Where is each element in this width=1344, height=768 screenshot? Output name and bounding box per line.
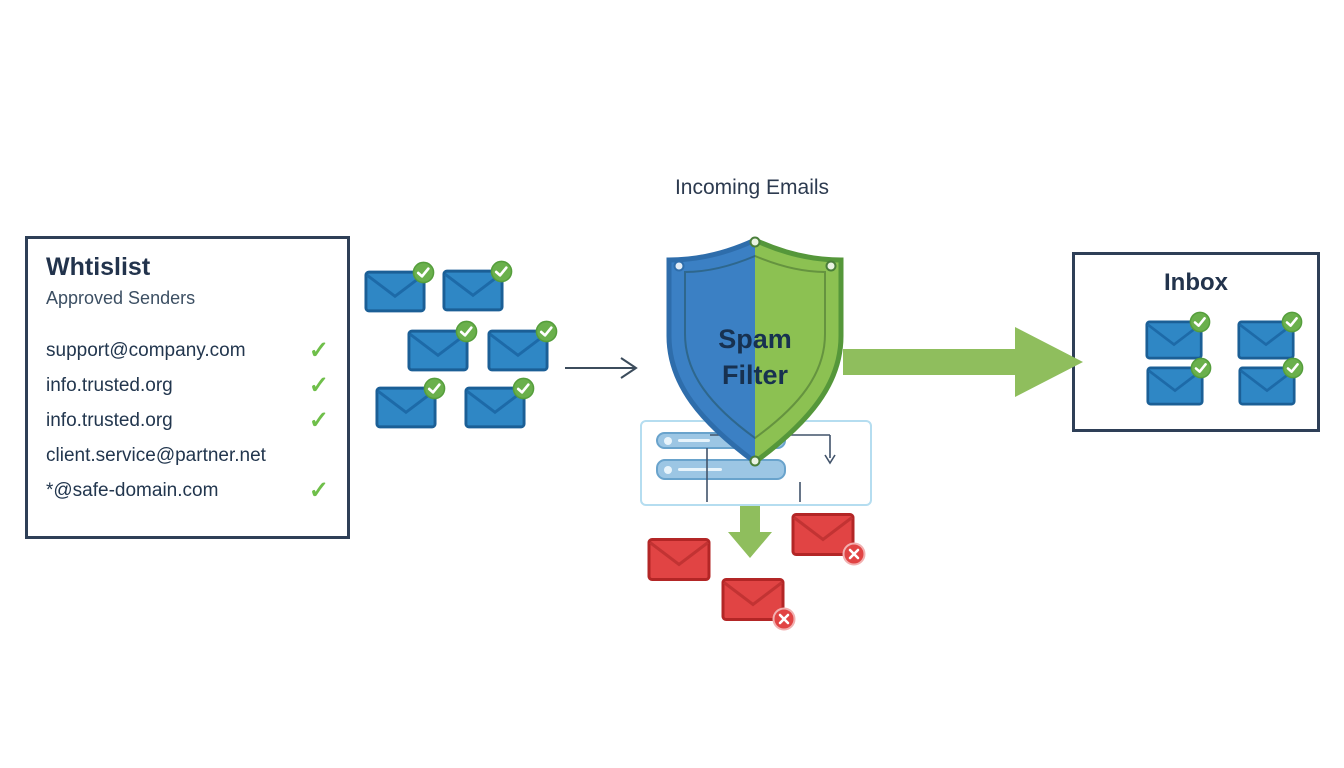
whitelist-entry: support@company.com ✓: [46, 333, 329, 368]
check-icon: ✓: [308, 477, 329, 504]
blocked-envelope-icon: [791, 512, 866, 566]
whitelist-entry: info.trusted.org ✓: [46, 403, 329, 438]
inbox-envelope-icon: [1145, 311, 1211, 360]
whitelist-title: Whtislist: [46, 253, 151, 281]
check-badge-icon: [455, 320, 478, 343]
to-inbox-arrow-icon: [843, 323, 1085, 406]
whitelist-entry: *@safe-domain.com ✓: [46, 473, 329, 508]
check-badge-icon: [1281, 311, 1304, 334]
whitelist-subtitle: Approved Senders: [46, 288, 196, 308]
check-icon: ✓: [308, 337, 329, 364]
whitelist-entry-text: info.trusted.org: [46, 374, 173, 396]
approved-envelope-icon: [442, 260, 513, 312]
inbox-envelope-icon: [1238, 357, 1304, 406]
approved-envelope-icon: [407, 320, 478, 372]
approved-envelope-icon: [487, 320, 558, 372]
check-badge-icon: [412, 261, 435, 284]
cross-badge-icon: [772, 607, 796, 631]
whitelist-entry-text: *@safe-domain.com: [46, 479, 219, 501]
whitelist-list: support@company.com ✓ info.trusted.org ✓…: [46, 333, 329, 508]
inbox-title: Inbox: [1164, 269, 1228, 296]
spam-filter-shield-icon: Spam Filter: [653, 232, 857, 472]
check-icon: ✓: [308, 372, 329, 399]
shield-label: Spam Filter: [653, 322, 857, 393]
whitelist-entry-text: client.service@partner.net: [46, 444, 266, 466]
diagram-title: Incoming Emails: [674, 176, 830, 199]
indicator-dot: [664, 437, 672, 445]
check-badge-icon: [535, 320, 558, 343]
rule-line: [678, 468, 722, 471]
shield-label-line1: Spam: [718, 324, 792, 354]
whitelist-entry-text: support@company.com: [46, 339, 246, 361]
check-badge-icon: [490, 260, 513, 283]
approved-envelope-icon: [364, 261, 435, 313]
check-icon: ✓: [308, 407, 329, 434]
spam-envelope-icon: [647, 537, 711, 582]
blocked-envelope-icon: [721, 577, 796, 631]
check-badge-icon: [1282, 357, 1305, 380]
flow-arrow-icon: [565, 350, 645, 391]
indicator-dot: [664, 466, 672, 474]
check-badge-icon: [1189, 311, 1212, 334]
whitelist-entry-text: info.trusted.org: [46, 409, 173, 431]
whitelist-entry: info.trusted.org ✓: [46, 368, 329, 403]
rule-line: [678, 439, 710, 442]
check-badge-icon: [423, 377, 446, 400]
approved-envelope-icon: [464, 377, 535, 429]
shield-label-line2: Filter: [721, 359, 788, 390]
to-spam-arrow-icon: [728, 506, 772, 565]
whitelist-panel: Whtislist Approved Senders support@compa…: [25, 236, 350, 539]
inbox-envelope-icon: [1146, 357, 1212, 406]
approved-envelope-icon: [375, 377, 446, 429]
check-badge-icon: [1190, 357, 1213, 380]
inbox-envelope-icon: [1237, 311, 1303, 360]
check-badge-icon: [512, 377, 535, 400]
whitelist-entry: client.service@partner.net: [46, 438, 329, 473]
cross-badge-icon: [842, 542, 866, 566]
